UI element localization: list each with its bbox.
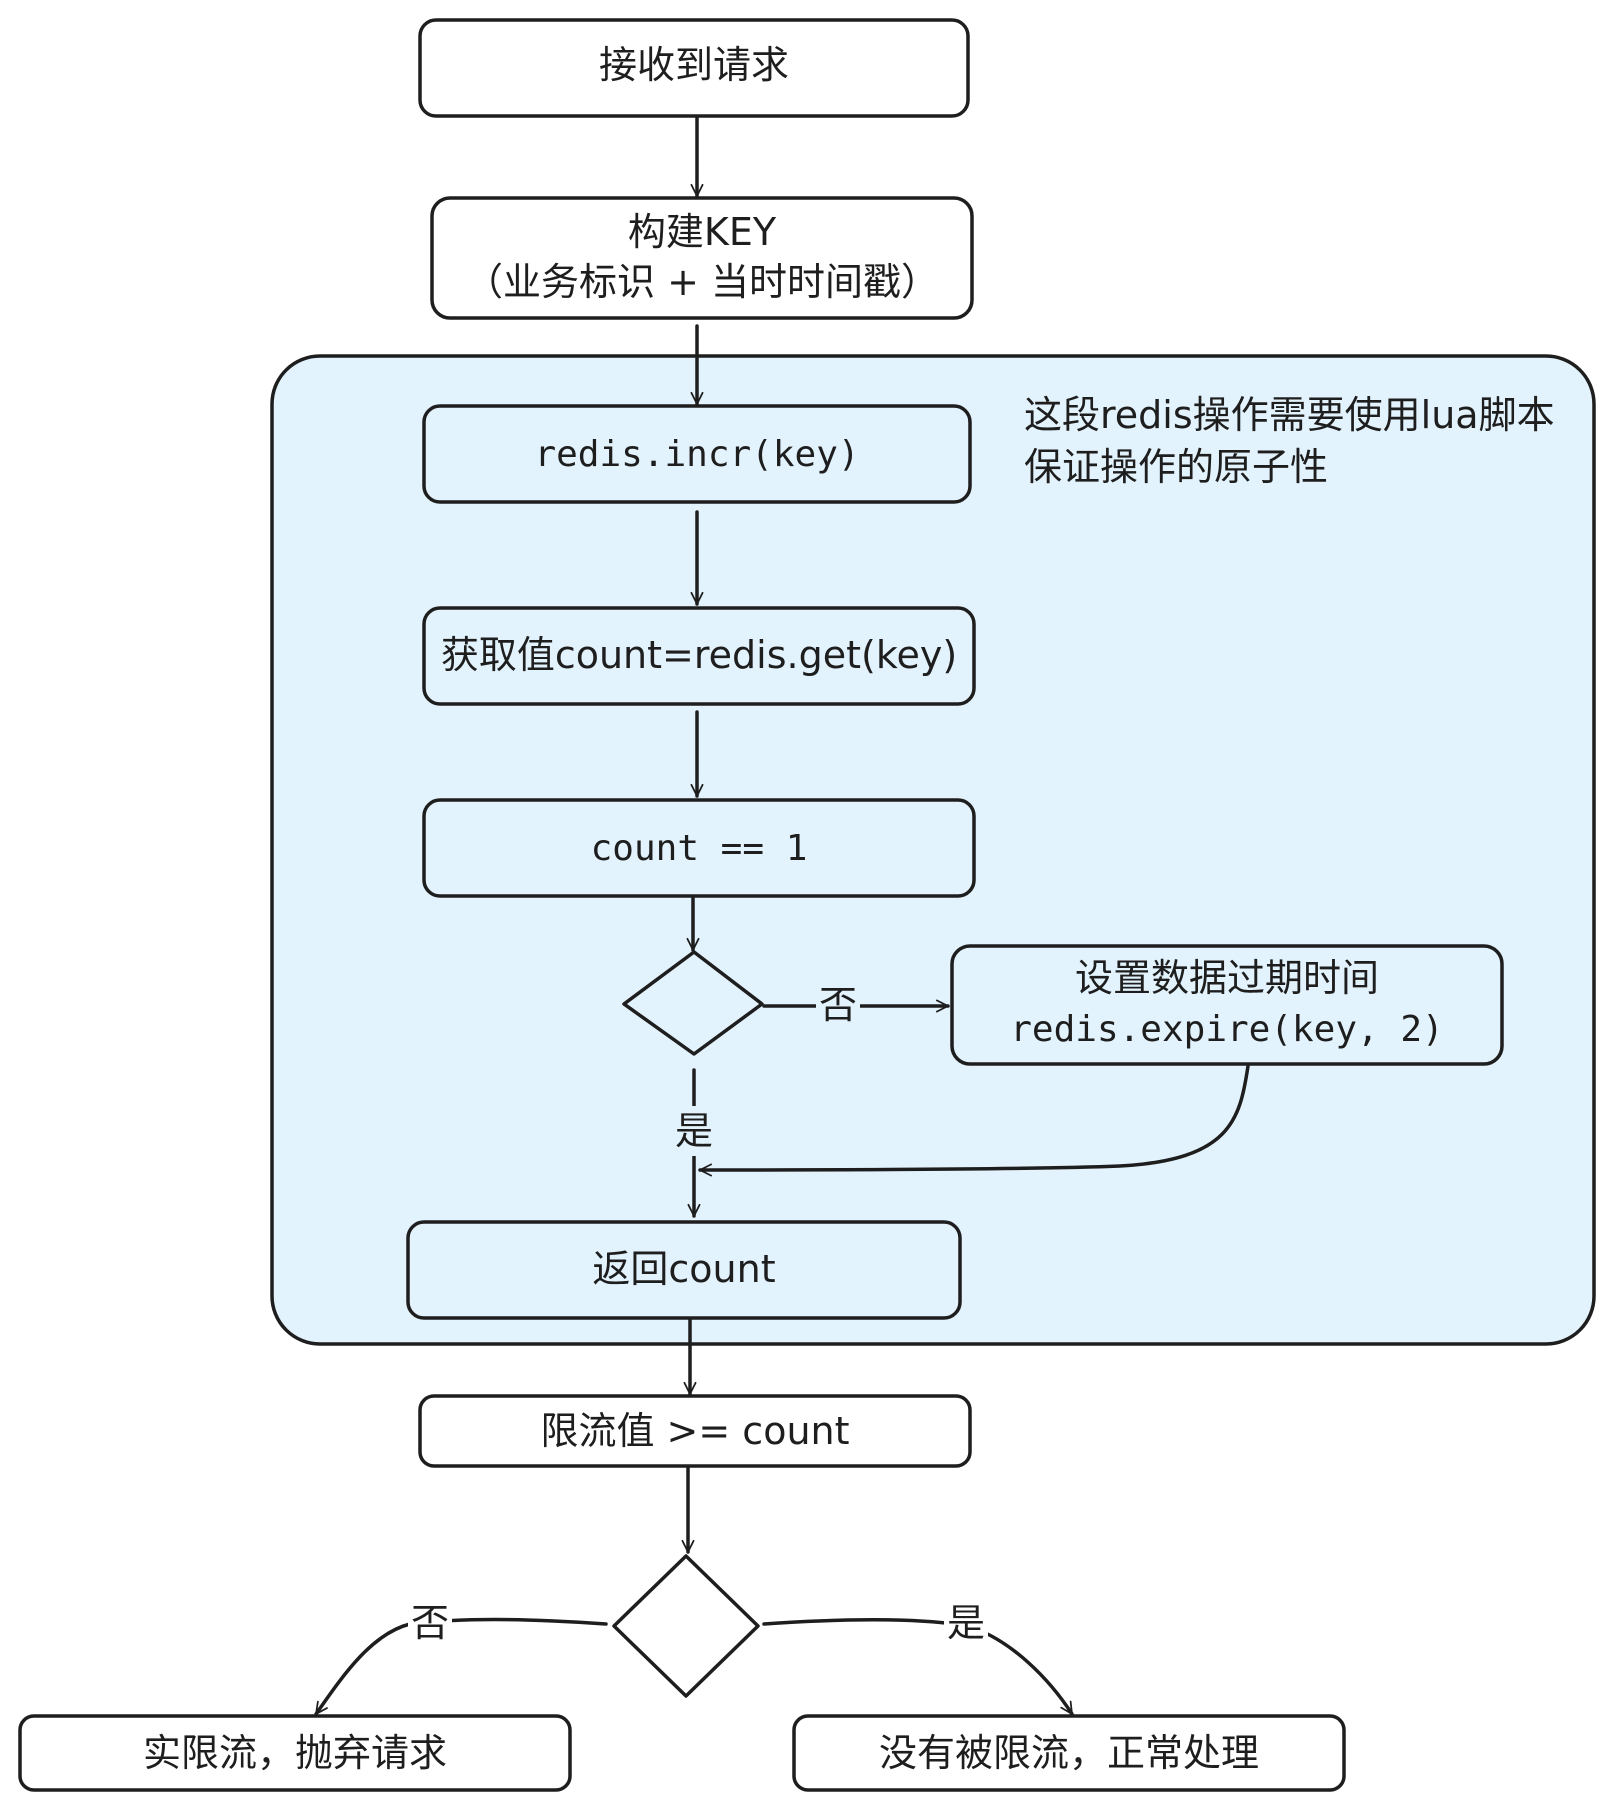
- node-redis-incr: redis.incr(key): [422, 404, 972, 504]
- edge-label-d2-yes-bg: [944, 1598, 988, 1646]
- node-receive-request: 接收到请求: [418, 18, 970, 118]
- decision-count-eq-1: [622, 950, 764, 1056]
- edge-decision-2-yes: [762, 1617, 1074, 1716]
- edge-label-d2-yes: 是: [947, 1601, 985, 1645]
- node-get-count-box: [422, 606, 976, 706]
- node-set-expire-box: [950, 944, 1504, 1066]
- edge-label-d2-no: 否: [411, 1601, 449, 1645]
- node-build-key-box: [430, 196, 974, 320]
- node-redis-incr-label: redis.incr(key): [534, 434, 859, 475]
- edge-label-d1-no-group: 否: [816, 982, 860, 1030]
- node-count-eq-1-box: [422, 798, 976, 898]
- decision-1-diamond: [622, 950, 764, 1056]
- node-limit-check-box: [418, 1394, 972, 1468]
- node-rejected: 实限流，抛弃请求: [18, 1714, 572, 1792]
- edge-set-expire-to-return: [698, 1064, 1250, 1177]
- node-receive-request-label: 接收到请求: [599, 43, 789, 87]
- node-return-count-box: [406, 1220, 962, 1320]
- edge-label-d2-yes-group: 是: [944, 1598, 988, 1646]
- edge-label-d1-yes: 是: [675, 1109, 713, 1153]
- node-set-expire-label-2: redis.expire(key, 2): [1010, 1009, 1443, 1050]
- node-receive-request-box: [418, 18, 970, 118]
- edge-label-d1-yes-group: 是: [672, 1106, 716, 1156]
- lua-note-line1: 这段redis操作需要使用lua脚本: [1024, 393, 1555, 437]
- node-rejected-label: 实限流，抛弃请求: [143, 1731, 447, 1775]
- node-return-count-label: 返回count: [592, 1247, 775, 1291]
- node-set-expire: 设置数据过期时间 redis.expire(key, 2): [950, 944, 1504, 1066]
- node-build-key: 构建KEY （业务标识 + 当时时间戳）: [430, 196, 974, 320]
- edge-label-d2-no-bg: [408, 1598, 452, 1646]
- node-get-count-label: 获取值count=redis.get(key): [441, 633, 957, 677]
- lua-note-line2: 保证操作的原子性: [1024, 445, 1328, 489]
- node-limit-check: 限流值 >= count: [418, 1394, 972, 1468]
- edge-label-d2-no-group: 否: [408, 1598, 452, 1646]
- node-count-eq-1: count == 1: [422, 798, 976, 898]
- edge-label-d1-no-bg: [816, 982, 860, 1030]
- node-accepted-box: [792, 1714, 1346, 1792]
- node-accepted: 没有被限流，正常处理: [792, 1714, 1346, 1792]
- edge-label-d1-yes-bg: [672, 1106, 716, 1156]
- node-build-key-label-1: 构建KEY: [628, 210, 777, 254]
- node-set-expire-label-1: 设置数据过期时间: [1075, 956, 1379, 1000]
- node-count-eq-1-label: count == 1: [591, 828, 808, 869]
- node-rejected-box: [18, 1714, 572, 1792]
- edge-label-d1-no: 否: [819, 983, 857, 1027]
- decision-limit: [612, 1554, 760, 1698]
- edge-decision-2-no: [314, 1617, 608, 1716]
- node-return-count: 返回count: [406, 1220, 962, 1320]
- node-limit-check-label: 限流值 >= count: [540, 1409, 849, 1453]
- node-redis-incr-box: [422, 404, 972, 504]
- node-get-count: 获取值count=redis.get(key): [422, 606, 976, 706]
- decision-2-diamond: [612, 1554, 760, 1698]
- node-accepted-label: 没有被限流，正常处理: [879, 1731, 1259, 1775]
- node-build-key-label-2: （业务标识 + 当时时间戳）: [465, 260, 939, 304]
